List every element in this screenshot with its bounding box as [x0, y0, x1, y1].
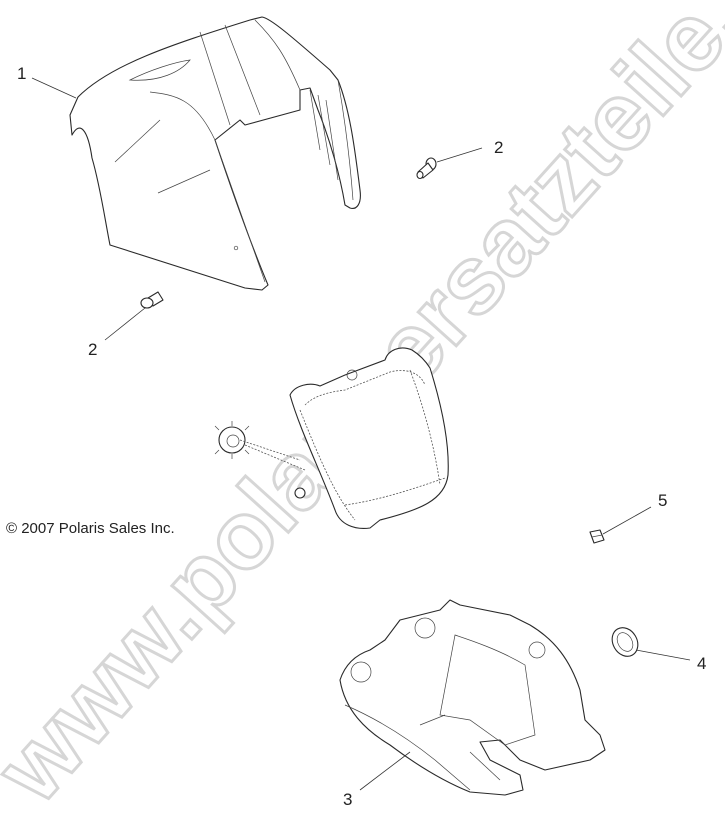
- callout-2-left: 2: [88, 340, 98, 359]
- part-5-clip: [589, 529, 605, 544]
- part-2-screw-left: [140, 291, 164, 309]
- headlight-assembly: [214, 347, 449, 529]
- callout-5: 5: [658, 491, 668, 510]
- callout-2-upper: 2: [494, 138, 504, 157]
- part-1-upper-cover: [69, 16, 361, 291]
- adjuster-knob: [214, 421, 250, 459]
- copyright-notice: © 2007 Polaris Sales Inc.: [6, 520, 175, 537]
- callout-3: 3: [343, 790, 353, 809]
- callout-1: 1: [17, 64, 27, 83]
- part-4-grommet: [611, 627, 639, 657]
- part-2-screw-upper: [416, 157, 437, 180]
- part-3-lower-housing: [339, 599, 606, 796]
- callout-4: 4: [697, 654, 707, 673]
